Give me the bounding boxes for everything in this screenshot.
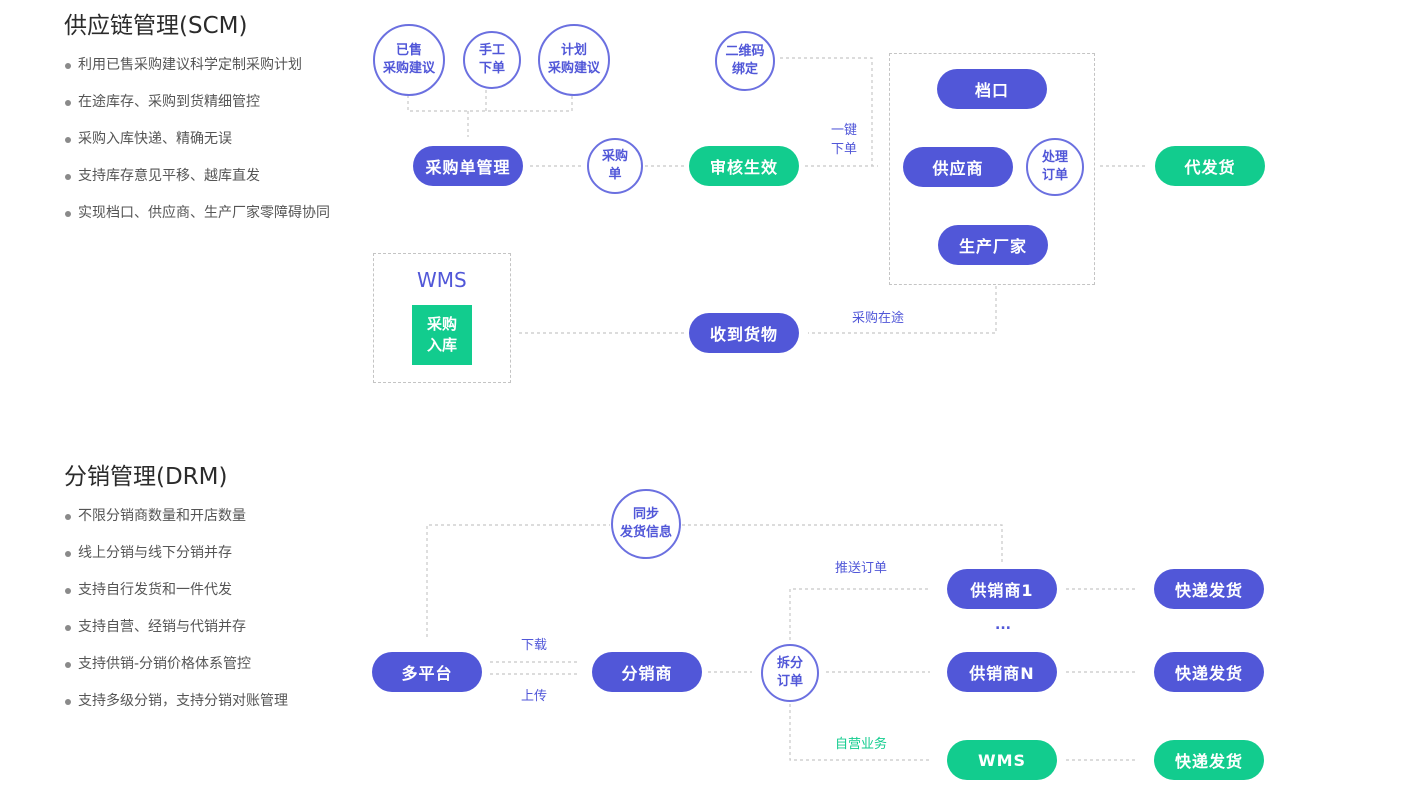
connector [426,524,610,637]
list-item: 线上分销与线下分销并存 [64,540,344,566]
connector [789,588,930,640]
drm-feature-list: 不限分销商数量和开店数量 线上分销与线下分销并存 支持自行发货和一件代发 支持自… [64,503,344,725]
supplier-node: 供应商 [903,147,1013,187]
wms-title: WMS [417,268,467,292]
scm-title: 供应链管理(SCM) [64,13,248,39]
po-management-node: 采购单管理 [413,146,523,186]
supplier-n-node: 供销商N [947,652,1057,692]
wms-node: WMS [947,740,1057,780]
list-item: 支持供销-分销价格体系管控 [64,651,344,677]
process-order-node: 处理 订单 [1026,138,1084,196]
supplier-1-node: 供销商1 [947,569,1057,609]
list-item: 不限分销商数量和开店数量 [64,503,344,529]
list-item: 利用已售采购建议科学定制采购计划 [64,52,344,78]
wms-box [373,253,511,383]
drm-title: 分销管理(DRM) [64,464,228,490]
sync-shipping-info-node: 同步 发货信息 [611,489,681,559]
list-item: 在途库存、采购到货精细管控 [64,89,344,115]
list-item: 支持自行发货和一件代发 [64,577,344,603]
factory-node: 生产厂家 [938,225,1048,265]
list-item: 支持库存意见平移、越库直发 [64,163,344,189]
purchase-order-node: 采购 单 [587,138,643,194]
download-label: 下载 [520,638,547,653]
connector [789,704,930,761]
list-item: 支持多级分销，支持分销对账管理 [64,688,344,714]
connector [407,95,573,112]
express-ship-node: 快递发货 [1154,740,1264,780]
distributor-node: 分销商 [592,652,702,692]
received-goods-node: 收到货物 [689,313,799,353]
qr-bind-node: 二维码 绑定 [715,31,775,91]
push-order-label: 推送订单 [834,561,887,576]
upload-label: 上传 [520,689,547,704]
supplier-group-box [889,53,1095,285]
scm-feature-list: 利用已售采购建议科学定制采购计划 在途库存、采购到货精细管控 采购入库快递、精确… [64,52,344,237]
express-ship-node: 快递发货 [1154,652,1264,692]
express-ship-node: 快递发货 [1154,569,1264,609]
in-transit-label: 采购在途 [851,311,904,326]
list-item: 实现档口、供应商、生产厂家零障碍协同 [64,200,344,226]
ellipsis-label: ... [995,617,1011,633]
plan-purchase-suggest-node: 计划 采购建议 [538,24,610,96]
connector [682,524,1003,565]
split-order-node: 拆分 订单 [761,644,819,702]
connector [780,57,873,166]
self-run-label: 自营业务 [834,737,887,752]
multi-platform-node: 多平台 [372,652,482,692]
manual-order-node: 手工 下单 [463,31,521,89]
stall-node: 档口 [937,69,1047,109]
one-click-order-label: 一键 下单 [830,123,857,157]
dropship-node: 代发货 [1155,146,1265,186]
list-item: 支持自营、经销与代销并存 [64,614,344,640]
list-item: 采购入库快递、精确无误 [64,126,344,152]
audit-node: 审核生效 [689,146,799,186]
sold-purchase-suggest-node: 已售 采购建议 [373,24,445,96]
purchase-inbound-node: 采购 入库 [412,305,472,365]
